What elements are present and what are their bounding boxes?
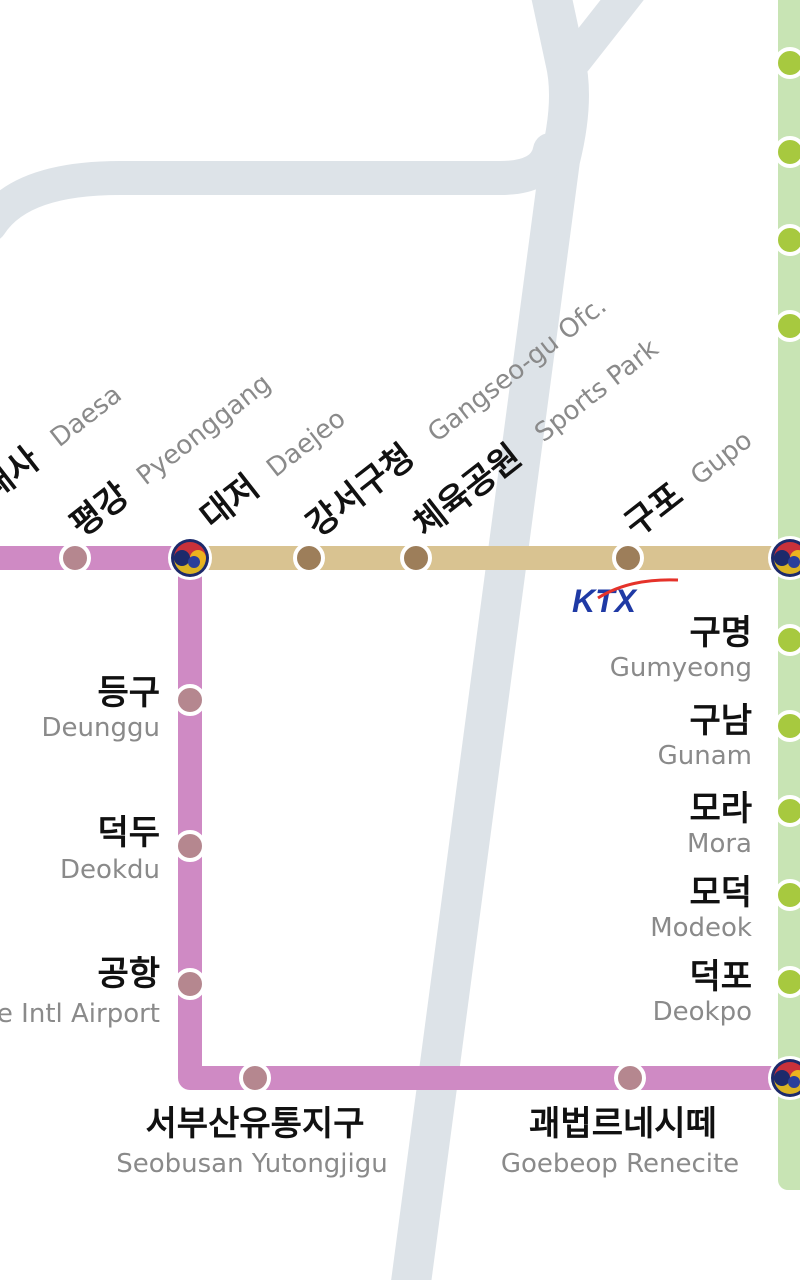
station-name-ko: 구포 <box>617 475 691 545</box>
label-deokdu: 덕두 Deokdu <box>60 813 160 885</box>
station-name-en: Gumyeong <box>610 653 752 683</box>
label-goebeop-renecite: 괘법르네시떼 Goebeop Renecite <box>501 1104 739 1179</box>
green-line <box>778 0 800 1190</box>
station-name-ko: 덕두 <box>97 813 160 853</box>
gold-line-stations <box>293 542 644 574</box>
station-dot-mora[interactable] <box>774 795 800 827</box>
ktx-logo: KTX <box>572 578 679 619</box>
station-name-ko: 서부산유통지구 <box>146 1104 365 1144</box>
taegeuk-blue-icon <box>788 556 800 568</box>
label-deokpo: 덕포 Deokpo <box>653 957 752 1027</box>
station-dot-deokdu[interactable] <box>174 830 206 862</box>
station-dot-deunggu[interactable] <box>174 684 206 716</box>
green-station-dot[interactable] <box>774 47 800 79</box>
station-dot-pyeonggang[interactable] <box>59 542 91 574</box>
green-line-stations <box>774 47 800 998</box>
background-route-branch-right <box>558 0 644 77</box>
taegeuk-blue-icon <box>188 556 200 568</box>
station-name-ko: 구명 <box>689 613 752 653</box>
green-line-track <box>778 0 800 1190</box>
station-dot-deokpo[interactable] <box>774 966 800 998</box>
label-gunam: 구남 Gunam <box>658 701 752 771</box>
station-name-ko: 대사 <box>0 439 47 509</box>
ktx-swoosh-icon <box>597 578 679 600</box>
station-name-en: Seobusan Yutongjigu <box>116 1149 388 1179</box>
station-name-ko: 모라 <box>689 789 752 829</box>
label-gumyeong: 구명 Gumyeong <box>610 613 752 683</box>
background-route-curve-left <box>0 133 567 239</box>
transfer-station-gupo[interactable] <box>768 536 800 580</box>
station-name-en: Mora <box>687 829 752 859</box>
station-name-ko: 구남 <box>689 701 752 741</box>
label-deunggu: 등구 Deunggu <box>42 673 160 743</box>
station-name-en: Gimhae Intl Airport <box>0 999 160 1029</box>
station-name-en: Pyeonggang <box>131 368 277 491</box>
station-name-en: Deunggu <box>42 713 160 743</box>
label-mora: 모라 Mora <box>687 789 752 859</box>
station-name-ko: 대저 <box>193 467 267 537</box>
ktx-logo-text: KTX <box>572 583 638 619</box>
station-name-ko: 괘법르네시떼 <box>529 1104 717 1144</box>
station-name-en: Gupo <box>685 425 758 491</box>
station-name-ko: 등구 <box>97 673 160 713</box>
station-dot-gangseo-gu-office[interactable] <box>293 542 325 574</box>
green-station-dot[interactable] <box>774 136 800 168</box>
transfer-station-daejeo[interactable] <box>168 536 212 580</box>
taegeuk-blue-icon <box>788 1076 800 1088</box>
label-modeok: 모덕 Modeok <box>650 873 752 943</box>
station-dot-gunam[interactable] <box>774 710 800 742</box>
station-name-en: Daejeo <box>261 404 351 484</box>
station-name-ko: 덕포 <box>689 957 752 997</box>
station-dot-goebeop-renecite[interactable] <box>614 1062 646 1094</box>
station-name-en: Modeok <box>650 913 752 943</box>
station-dot-seobusan-yutongjigu[interactable] <box>239 1062 271 1094</box>
station-dot-sports-park[interactable] <box>400 542 432 574</box>
purple-line-stations <box>59 542 646 1094</box>
station-name-en: Deokdu <box>60 855 160 885</box>
station-name-ko: 모덕 <box>689 873 752 913</box>
background-routes <box>0 0 644 1280</box>
station-dot-modeok[interactable] <box>774 879 800 911</box>
station-dot-gupo[interactable] <box>612 542 644 574</box>
station-name-en: Gunam <box>658 741 752 771</box>
station-dot-airport[interactable] <box>174 968 206 1000</box>
station-name-en: Deokpo <box>653 997 752 1027</box>
station-name-ko: 공항 <box>97 954 160 994</box>
transfer-station-sasang[interactable] <box>768 1056 800 1100</box>
label-airport: 공항 Gimhae Intl Airport <box>0 954 160 1029</box>
purple-line-track-loop <box>178 558 800 1090</box>
station-dot-gumyeong[interactable] <box>774 624 800 656</box>
green-station-dot[interactable] <box>774 310 800 342</box>
green-station-dot[interactable] <box>774 224 800 256</box>
label-gupo: 구포 Gupo <box>617 425 758 545</box>
station-name-en: Goebeop Renecite <box>501 1149 739 1179</box>
station-name-en: Daesa <box>45 380 128 454</box>
station-name-ko: 평강 <box>63 475 137 545</box>
label-seobusan-yutongjigu: 서부산유통지구 Seobusan Yutongjigu <box>116 1104 388 1179</box>
gold-line-track <box>195 546 800 570</box>
